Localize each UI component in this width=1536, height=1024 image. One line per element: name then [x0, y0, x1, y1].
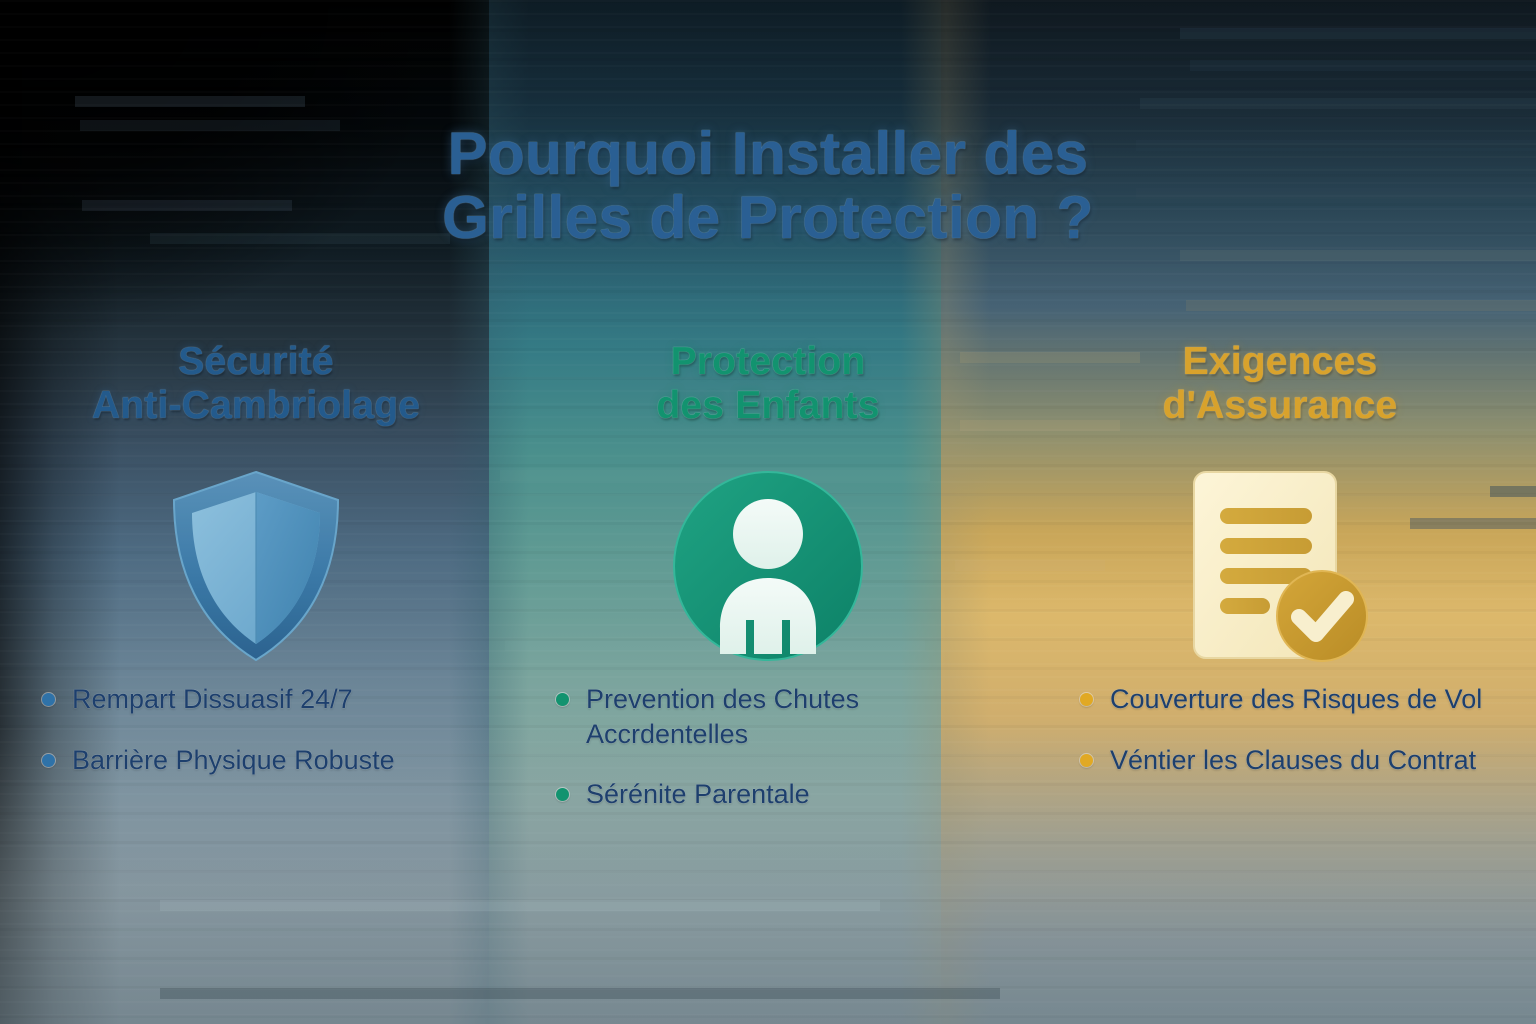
bullet-dot-icon — [1080, 753, 1093, 767]
bullet-dot-icon — [42, 693, 55, 706]
list-item-label: Prevention des Chutes Accrdentelles — [586, 684, 860, 749]
bullet-dot-icon — [556, 788, 569, 802]
column-bullet-list: Prevention des Chutes Accrdentelles Séré… — [544, 682, 1002, 812]
list-item-label: Barrière Physique Robuste — [72, 744, 395, 775]
column-icon-wrap — [1046, 456, 1514, 676]
page-title-line-1: Pourquoi Installer des — [447, 120, 1089, 188]
column-heading-line-2: Anti-Cambriolage — [91, 383, 421, 427]
bullet-dot-icon — [42, 753, 55, 767]
list-item: Rempart Dissuasif 24/7 — [30, 682, 490, 717]
list-item: Couverture des Risques de Vol — [1068, 682, 1514, 717]
column-heading: Exigences d'Assurance — [1046, 340, 1514, 450]
list-item-label: Rempart Dissuasif 24/7 — [72, 684, 353, 714]
column-securite-anti-cambriolage: Sécurité Anti-Cambriolage — [0, 340, 512, 838]
list-item-label: Sérénite Parentale — [586, 779, 810, 810]
column-icon-wrap — [534, 456, 1002, 676]
list-item: Prevention des Chutes Accrdentelles — [544, 682, 1002, 751]
document-check-icon — [1193, 470, 1368, 662]
column-heading-line-1: Exigences — [1182, 340, 1378, 383]
child-person-circle-icon — [673, 471, 863, 661]
list-item-label: Véntier les Clauses du Contrat — [1110, 744, 1477, 775]
column-heading-line-1: Sécurité — [178, 340, 334, 383]
list-item: Véntier les Clauses du Contrat — [1068, 743, 1514, 778]
bullet-dot-icon — [1080, 693, 1093, 706]
list-item-label: Couverture des Risques de Vol — [1110, 684, 1483, 714]
list-item: Sérénite Parentale — [544, 777, 1002, 812]
column-exigences-d-assurance: Exigences d'Assurance — [1024, 340, 1536, 838]
page-title: Pourquoi Installer des Grilles de Protec… — [0, 122, 1536, 250]
column-heading-line-2: d'Assurance — [1162, 383, 1398, 427]
bottom-haze — [0, 724, 1536, 1024]
column-protection-des-enfants: Protection des Enfants — [512, 340, 1024, 838]
column-bullet-list: Couverture des Risques de Vol Véntier le… — [1068, 682, 1514, 777]
column-icon-wrap — [22, 456, 490, 676]
bullet-dot-icon — [556, 693, 569, 706]
column-heading: Sécurité Anti-Cambriolage — [22, 340, 490, 450]
columns-container: Sécurité Anti-Cambriolage — [0, 340, 1536, 838]
list-item: Barrière Physique Robuste — [30, 743, 490, 778]
column-heading-line-2: des Enfants — [656, 383, 880, 427]
column-heading-line-1: Protection — [670, 340, 866, 383]
column-bullet-list: Rempart Dissuasif 24/7 Barrière Physique… — [30, 682, 490, 777]
page-title-line-2: Grilles de Protection ? — [442, 184, 1094, 252]
column-heading: Protection des Enfants — [534, 340, 1002, 450]
shield-icon — [172, 470, 340, 662]
